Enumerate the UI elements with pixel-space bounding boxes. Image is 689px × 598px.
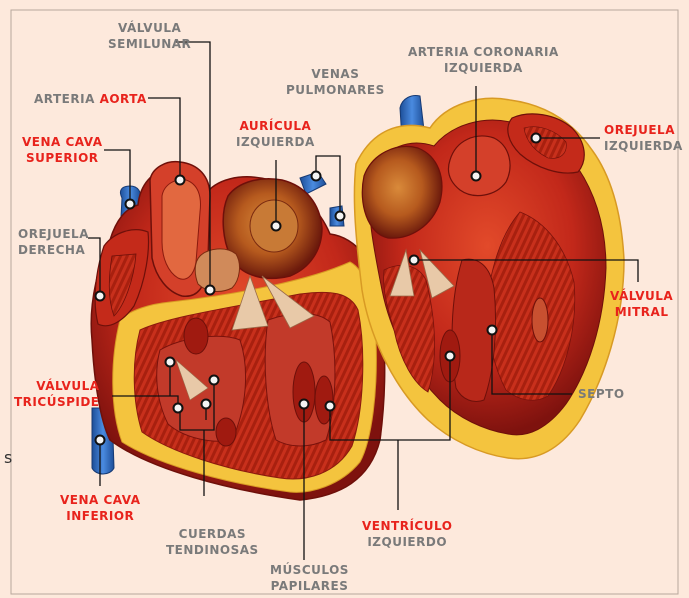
label-valvula-mitral: VÁLVULA MITRAL bbox=[610, 288, 673, 320]
label-vena-cava-inferior: VENA CAVA INFERIOR bbox=[60, 492, 141, 524]
label-arteria-coronaria-izquierda: ARTERIA CORONARIA IZQUIERDA bbox=[408, 44, 559, 76]
label-arteria-aorta: ARTERIA AORTA bbox=[34, 91, 147, 107]
label-orejuela-derecha: OREJUELA DERECHA bbox=[18, 226, 89, 258]
label-septo: SEPTO bbox=[578, 386, 625, 402]
label-musculos-papilares: MÚSCULOS PAPILARES bbox=[270, 562, 349, 594]
label-ventriculo-izquierdo: VENTRÍCULO IZQUIERDO bbox=[362, 518, 452, 550]
label-orejuela-izquierda: OREJUELA IZQUIERDA bbox=[604, 122, 683, 154]
stray-glyph: s bbox=[4, 448, 12, 467]
label-vena-cava-superior: VENA CAVA SUPERIOR bbox=[22, 134, 103, 166]
label-valvula-semilunar: VÁLVULA SEMILUNAR bbox=[108, 20, 191, 52]
label-valvula-tricuspide: VÁLVULA TRICÚSPIDE bbox=[14, 378, 100, 410]
label-venas-pulmonares: VENAS PULMONARES bbox=[286, 66, 385, 98]
label-auricula-izquierda: AURÍCULA IZQUIERDA bbox=[236, 118, 315, 150]
label-cuerdas-tendinosas: CUERDAS TENDINOSAS bbox=[166, 526, 259, 558]
